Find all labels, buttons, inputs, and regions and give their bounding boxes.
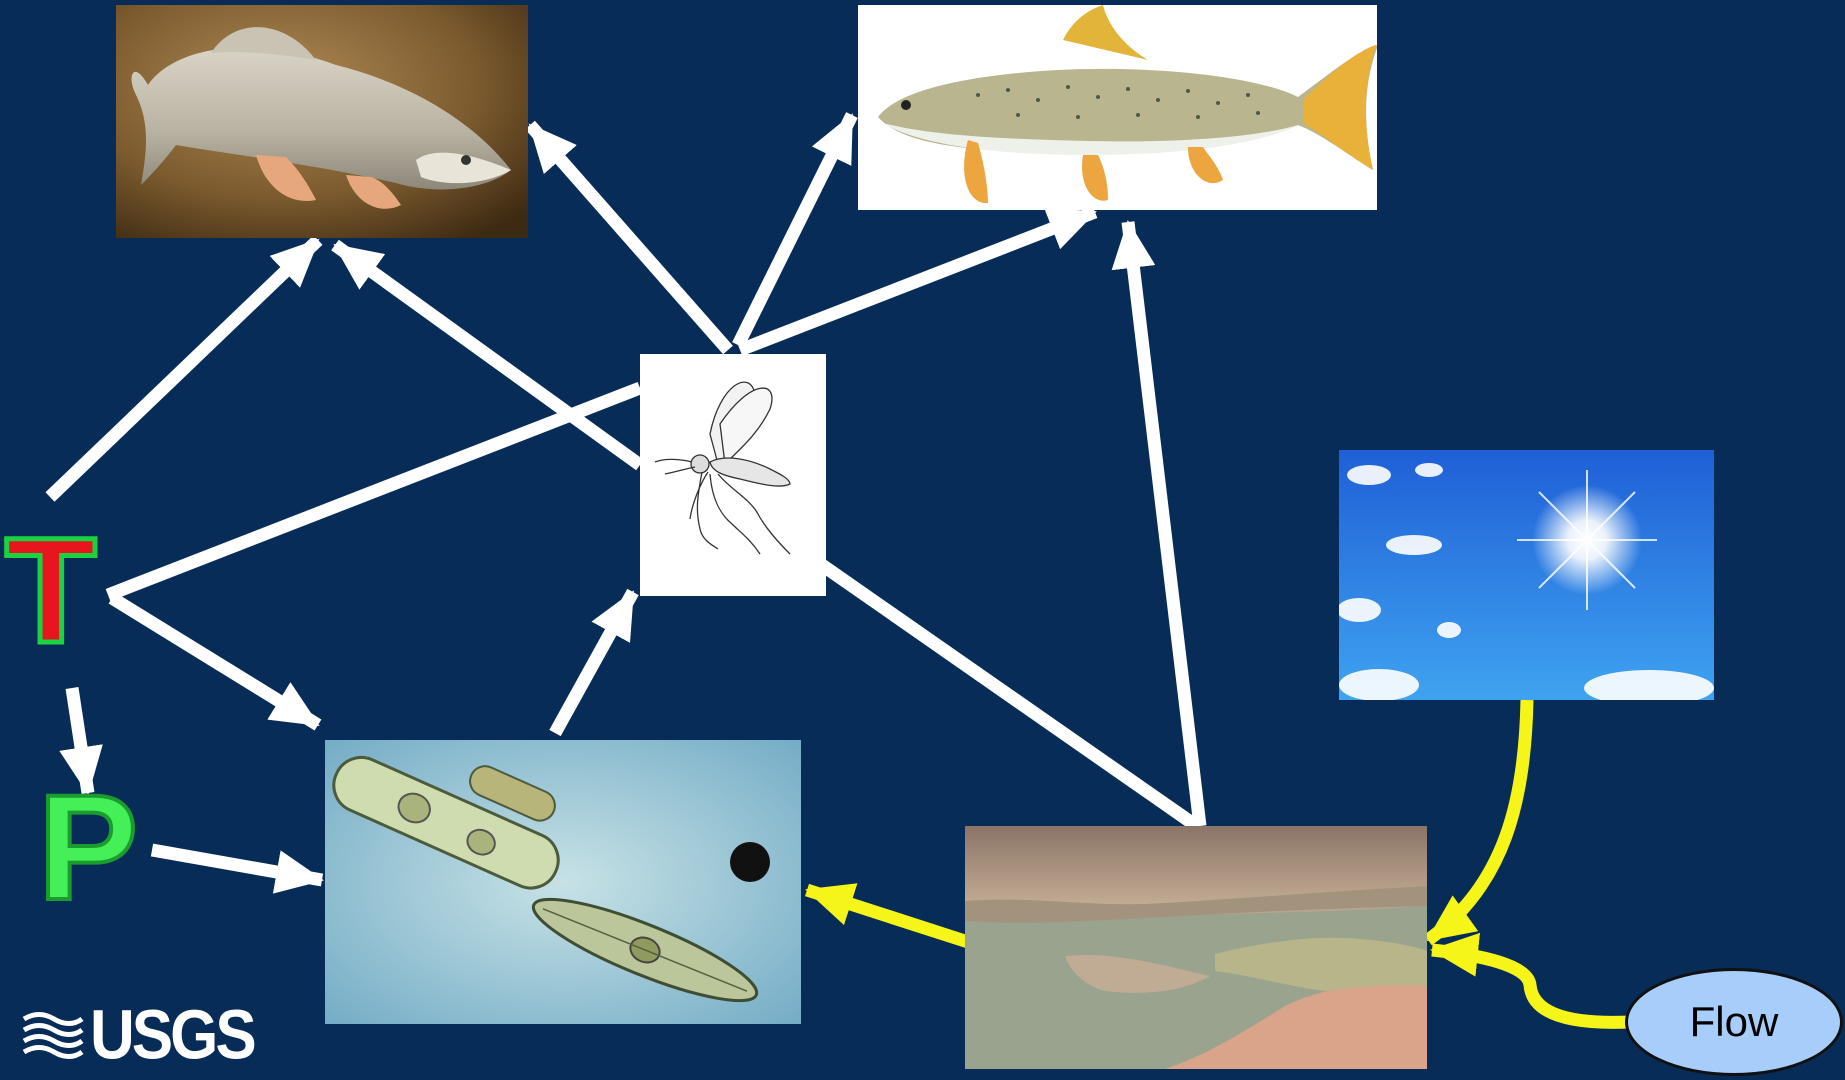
arrow-t-to-diatoms: [112, 598, 318, 725]
humpback-chub-photo: [116, 5, 528, 238]
flow-label: Flow: [1690, 998, 1779, 1046]
arrow-flow-to-river: [1432, 950, 1630, 1022]
sunny-sky-photo: [1339, 450, 1714, 700]
arrow-river-to-trout: [1128, 222, 1200, 826]
arrow-midge-to-chub: [335, 245, 640, 465]
usgs-logo: USGS: [22, 1000, 254, 1071]
diatoms-micrograph: [325, 740, 801, 1024]
usgs-wordmark: USGS: [90, 996, 254, 1076]
temperature-node: T: [5, 515, 97, 665]
flow-node: Flow: [1625, 968, 1843, 1076]
speckled-trout-illustration: [858, 5, 1377, 210]
link-midge-to-river: [812, 558, 1195, 825]
midge-illustration: [640, 354, 826, 596]
arrow-t-to-chub: [50, 240, 318, 497]
arrow-p-to-diatoms: [152, 850, 322, 880]
arrow-river-to-diatoms: [807, 890, 968, 942]
arrow-midge-to-chub-2: [530, 125, 728, 350]
link-t-to-upper-left: [108, 388, 640, 595]
river-sandbar-photo: [965, 826, 1427, 1069]
arrow-sun-to-river: [1428, 700, 1527, 940]
phosphorus-node: P: [38, 772, 138, 922]
arrow-diatoms-to-midge: [555, 592, 633, 733]
usgs-wave-icon: [22, 1011, 84, 1061]
